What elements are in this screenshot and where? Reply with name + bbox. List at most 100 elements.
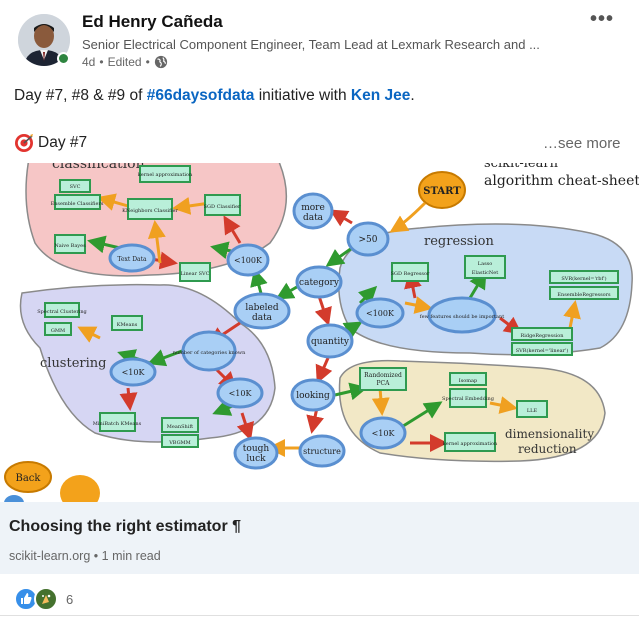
spectral-clu-box — [44, 302, 80, 318]
ensemble-clf-text: Ensemble Classifiers — [51, 201, 104, 207]
author-headline: Senior Electrical Component Engineer, Te… — [82, 37, 540, 52]
k100-left-text: <100K — [234, 256, 263, 265]
over-50-node — [346, 221, 390, 257]
link-preview-card[interactable]: Choosing the right estimator ¶ scikit-le… — [0, 502, 639, 574]
svc-text: SVC — [70, 184, 81, 190]
text-data-text: Text Data — [117, 256, 147, 263]
link-dot: • — [93, 549, 99, 563]
svr-rbf-text: SVR(kernel='rbf') — [561, 275, 606, 282]
blue-blob — [4, 495, 24, 502]
looking-node — [290, 378, 336, 412]
divider — [0, 615, 639, 616]
spectral-emb-text: Spectral Embedding — [442, 396, 495, 402]
cheat-sheet-title-1: scikit-learn — [484, 163, 559, 171]
meanshift-text: MeanShift — [167, 424, 193, 430]
k10-clf-node — [109, 357, 157, 387]
elasticnet-text: ElasticNet — [472, 270, 499, 276]
sgd-clf-box — [204, 194, 241, 216]
see-more-link[interactable]: …see more — [543, 135, 621, 152]
post-time: 4d — [82, 55, 96, 69]
k10-clu-node — [216, 377, 264, 409]
num-categories-text: number of categories known — [173, 350, 246, 356]
spectral-clu-text: Spectral Clustering — [37, 309, 87, 315]
dimensionality-label-1: dimensionality — [505, 427, 594, 441]
target-icon — [15, 134, 33, 152]
sgd-reg-box — [391, 262, 429, 282]
author-name[interactable]: Ed Henry Cañeda — [82, 12, 223, 31]
meanshift-box — [161, 417, 199, 433]
svr-rbf-box — [549, 270, 619, 284]
reaction-count[interactable]: 6 — [66, 591, 74, 607]
lasso-text: Lasso — [478, 261, 492, 267]
hashtag-link[interactable]: #66daysofdata — [146, 87, 255, 104]
structure-node — [298, 434, 346, 468]
lasso-box — [464, 255, 506, 279]
k100-left-node — [226, 243, 270, 277]
avatar[interactable] — [18, 14, 70, 66]
link-source: scikit-learn.org — [9, 549, 91, 563]
classification-label: classification — [52, 163, 145, 172]
k100-reg-text: <100K — [366, 309, 395, 318]
link-title[interactable]: Choosing the right estimator ¶ — [9, 518, 242, 535]
more-options-icon[interactable]: ••• — [590, 8, 615, 30]
spectral-emb-box — [449, 388, 487, 408]
gmm-text: GMM — [51, 328, 65, 334]
k100-reg-node — [355, 297, 405, 329]
start-label: START — [423, 186, 461, 197]
tough-luck-node — [233, 436, 279, 470]
dimensionality-label-2: reduction — [518, 442, 577, 456]
linear-svc-box — [179, 262, 211, 282]
back-label: Back — [16, 473, 42, 484]
link-read-time: 1 min read — [101, 549, 161, 563]
text-data-node — [108, 243, 156, 273]
lle-box — [516, 400, 548, 418]
svc-box — [59, 179, 91, 193]
tough-luck-text-1: tough — [243, 444, 270, 454]
lle-text: LLE — [527, 408, 538, 414]
kernel-approx-top-text: kernel approximation — [138, 172, 193, 178]
back-node — [4, 461, 52, 493]
post-text-end: . — [410, 87, 415, 104]
kernel-approx-dim-box — [444, 432, 496, 452]
k10-dim-text: <10K — [372, 429, 396, 438]
few-features-node — [427, 296, 497, 334]
mention-link[interactable]: Ken Jee — [350, 87, 411, 104]
celebrate-reaction-icon — [34, 587, 58, 611]
reactions-bar[interactable]: 6 — [14, 587, 73, 611]
k10-clf-text: <10K — [122, 368, 146, 377]
post-meta: 4d • Edited • — [82, 55, 168, 69]
like-reaction-icon — [14, 587, 38, 611]
kmeans-box — [111, 315, 143, 331]
cheat-sheet-image[interactable]: classification clustering regression dim… — [0, 163, 639, 502]
cheat-sheet-title-2: algorithm cheat-sheet — [484, 173, 639, 189]
randomized-pca-text-1: Randomized — [364, 372, 402, 379]
ensemble-reg-text: EnsembleRegressors — [557, 292, 611, 298]
k10-clu-text: <10K — [229, 389, 253, 398]
isomap-box — [449, 372, 487, 386]
globe-icon — [154, 55, 167, 69]
more-data-text-1: more — [301, 203, 325, 213]
linear-svc-text: Linear SVC — [181, 271, 210, 277]
ridge-box — [511, 327, 573, 341]
kneighbors-box — [127, 198, 173, 220]
sgd-clf-text: SGD Classifier — [204, 204, 241, 210]
clustering-label: clustering — [40, 356, 106, 371]
category-node — [295, 265, 343, 299]
more-data-node — [292, 192, 334, 230]
ensemble-clf-box — [54, 194, 101, 210]
quantity-node — [306, 323, 354, 359]
k10-dim-node — [359, 416, 407, 450]
naive-bayes-box — [54, 234, 86, 254]
day-line: Day #7 — [14, 133, 87, 153]
start-node — [418, 171, 466, 209]
category-text: category — [299, 278, 340, 288]
online-status-dot — [57, 52, 70, 65]
looking-text: looking — [296, 391, 330, 401]
ridge-text: RidgeRegression — [521, 333, 565, 339]
num-categories-node — [181, 330, 237, 372]
tough-luck-text-2: luck — [246, 454, 266, 464]
randomized-pca-box — [359, 367, 407, 391]
kernel-approx-top-box — [139, 165, 191, 183]
structure-text: structure — [303, 447, 341, 456]
ensemble-reg-box — [549, 286, 619, 300]
